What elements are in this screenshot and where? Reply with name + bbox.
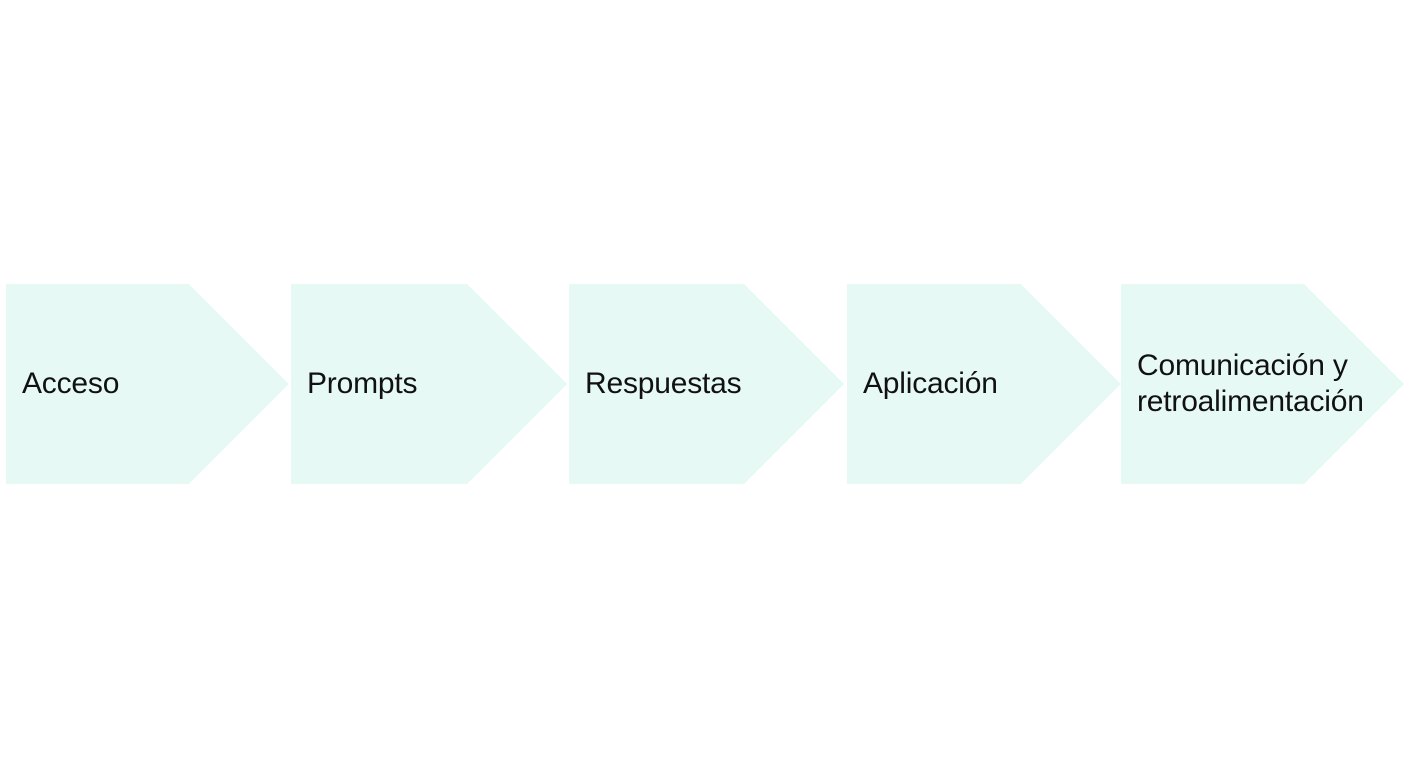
- process-step-label: Aplicación: [863, 367, 998, 400]
- process-step-comunicacion: Comunicación y retroalimentación: [1121, 284, 1404, 484]
- process-step-acceso: Acceso: [6, 284, 289, 484]
- process-step-label: Acceso: [22, 367, 120, 400]
- process-step-label: Prompts: [307, 367, 418, 400]
- process-step-label: Comunicación y retroalimentación: [1137, 349, 1364, 418]
- process-step-prompts: Prompts: [291, 284, 567, 484]
- process-step-label: Respuestas: [585, 367, 742, 400]
- process-step-aplicacion: Aplicación: [847, 284, 1121, 484]
- process-step-respuestas: Respuestas: [569, 284, 844, 484]
